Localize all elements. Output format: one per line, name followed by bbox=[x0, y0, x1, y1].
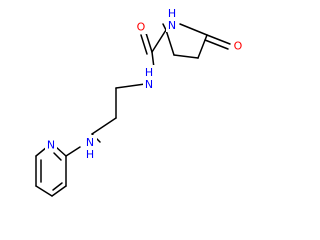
pyridine-nitrogen-label: N bbox=[47, 139, 55, 152]
bond-c2-c3 bbox=[165, 29, 175, 56]
bond-nh-ch2a bbox=[115, 83, 146, 89]
bonds bbox=[35, 23, 231, 197]
bond-c3-camide bbox=[151, 29, 167, 53]
bond-pyc4-pyc3-inner bbox=[52, 182, 63, 191]
bond-pyc2-pyn-inner bbox=[53, 152, 62, 161]
amide-oxygen-label: O bbox=[137, 21, 146, 34]
bond-c3-c4 bbox=[173, 54, 199, 59]
bond-c5-o-a bbox=[206, 34, 231, 45]
bond-pyc5-pyc4 bbox=[35, 185, 53, 197]
bond-camide-o-b bbox=[140, 34, 148, 55]
ring-carbonyl-oxygen-label: O bbox=[234, 40, 243, 53]
bond-pyc4-pyc3 bbox=[51, 185, 67, 197]
bond-c4-c5 bbox=[197, 34, 208, 59]
bond-nh-c2 bbox=[162, 23, 167, 31]
bond-pyc2-pyn bbox=[55, 146, 67, 157]
bond-c5-o-b bbox=[204, 39, 229, 50]
bond-c5-nh bbox=[179, 23, 208, 36]
bond-camide-o-a bbox=[145, 32, 153, 53]
bond-nh-pyc2 bbox=[65, 146, 81, 157]
bond-ch2b-ch2c bbox=[91, 117, 117, 135]
